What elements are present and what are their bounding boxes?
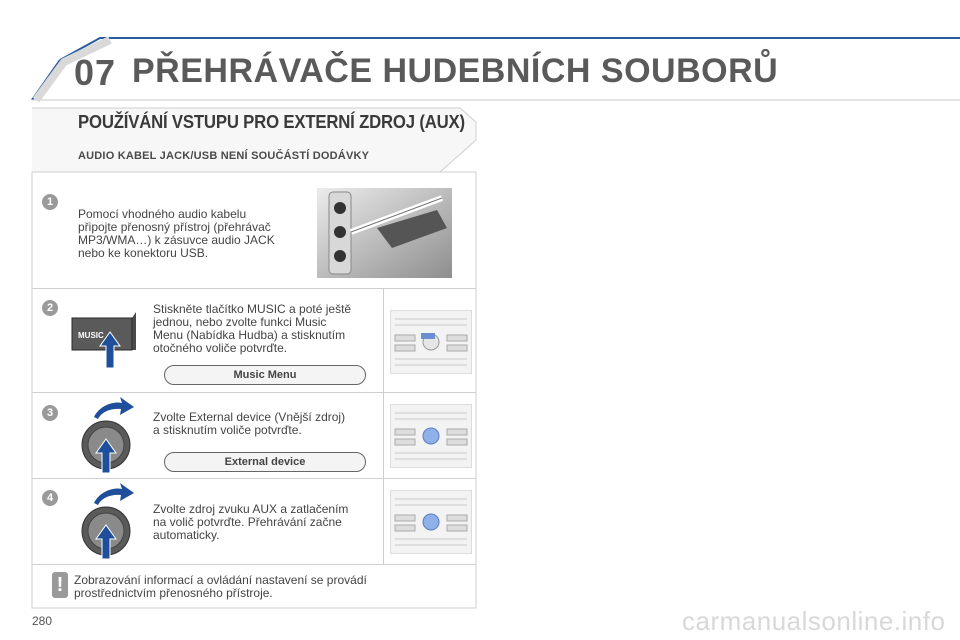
rotary-knob-illustration	[80, 395, 136, 475]
text-line: Menu (Nabídka Hudba) a stisknutím	[153, 328, 346, 342]
step-badge: 1	[42, 194, 58, 210]
radio-panel-illustration	[390, 310, 472, 374]
text-line: automaticky.	[153, 528, 220, 542]
music-button-illustration: MUSIC	[70, 310, 140, 370]
section-title: POUŽÍVÁNÍ VSTUPU PRO EXTERNÍ ZDROJ (AUX)	[78, 112, 465, 132]
note-text: Zobrazování informací a ovládání nastave…	[74, 574, 464, 600]
text-line: prostřednictvím přenosného přístroje.	[74, 586, 273, 600]
music-menu-option[interactable]: Music Menu	[164, 365, 366, 385]
text-line: Stiskněte tlačítko MUSIC a poté ještě	[153, 302, 352, 316]
step-badge: 2	[42, 300, 58, 316]
step-4-text: Zvolte zdroj zvuku AUX a zatlačením na v…	[153, 503, 378, 542]
step-divider	[32, 392, 476, 393]
column-divider	[383, 288, 384, 564]
step-badge: 4	[42, 490, 58, 506]
header-frame	[31, 36, 960, 103]
text-line: připojte přenosný přístroj (přehrávač	[78, 220, 271, 234]
step-3-text: Zvolte External device (Vnější zdroj) a …	[153, 411, 378, 437]
chapter-header: 07 PŘEHRÁVAČE HUDEBNÍCH SOUBORŮ	[0, 0, 960, 110]
radio-panel-illustration	[390, 490, 472, 554]
radio-panel-illustration	[390, 404, 472, 468]
text-line: otočného voliče potvrďte.	[153, 341, 288, 355]
text-line: na volič potvrďte. Přehrávání začne	[153, 515, 342, 529]
warning-icon: !	[52, 572, 68, 598]
chapter-number: 07	[74, 52, 117, 93]
text-line: MP3/WMA…) k zásuvce audio JACK	[78, 233, 275, 247]
step-divider	[32, 564, 476, 565]
section-subtitle: AUDIO KABEL JACK/USB NENÍ SOUČÁSTÍ DODÁV…	[78, 150, 370, 162]
text-line: Zobrazování informací a ovládání nastave…	[74, 573, 367, 587]
text-line: Zvolte External device (Vnější zdroj)	[153, 410, 346, 424]
step-1-text: Pomocí vhodného audio kabelu připojte př…	[78, 208, 308, 260]
aux-socket-photo	[317, 188, 452, 278]
page-number: 280	[32, 614, 53, 628]
music-button-label: MUSIC	[78, 331, 104, 340]
text-line: Zvolte zdroj zvuku AUX a zatlačením	[153, 502, 349, 516]
external-device-option[interactable]: External device	[164, 452, 366, 472]
watermark-text: carmanualsonline.info	[682, 606, 946, 636]
text-line: Pomocí vhodného audio kabelu	[78, 207, 247, 221]
text-line: a stisknutím voliče potvrďte.	[153, 423, 302, 437]
step-divider	[32, 288, 476, 289]
chapter-title: PŘEHRÁVAČE HUDEBNÍCH SOUBORŮ	[132, 52, 779, 90]
step-2-text: Stiskněte tlačítko MUSIC a poté ještě je…	[153, 303, 378, 355]
text-line: jednou, nebo zvolte funkci Music	[153, 315, 327, 329]
text-line: nebo ke konektoru USB.	[78, 246, 209, 260]
step-divider	[32, 478, 476, 479]
step-badge: 3	[42, 405, 58, 421]
rotary-knob-illustration	[80, 481, 136, 561]
